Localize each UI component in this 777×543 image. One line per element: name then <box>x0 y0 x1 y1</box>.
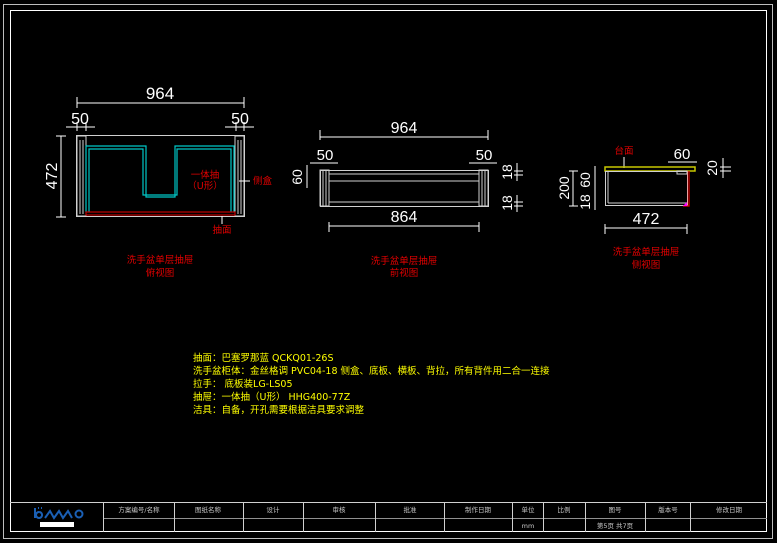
tb-header: 设计 <box>267 505 281 514</box>
tb-value-page: 第5页 共7页 <box>597 521 634 530</box>
tb-header: 比例 <box>558 505 571 514</box>
side-body <box>605 171 688 206</box>
note-line: 洗手盆柜体：金丝格调 PVC04-18 侧盒、底板、横板、背拉，所有背件用二合一… <box>193 365 550 377</box>
side-depth-dim: 472 <box>633 211 660 228</box>
logo-bar <box>40 522 74 527</box>
front-view-title: 洗手盆单层抽屉 <box>371 255 438 267</box>
front-view-subtitle: 前视图 <box>390 267 419 279</box>
tb-header: 图纸名称 <box>195 505 222 514</box>
front-inner-dim: 864 <box>391 209 418 226</box>
side-box-left <box>76 135 87 217</box>
top-view-subtitle: 俯视图 <box>146 267 175 279</box>
company-logo <box>34 507 84 527</box>
front-top-board-dim: 18 <box>499 164 515 180</box>
drawer-front-side-red <box>683 171 690 207</box>
note-line: 抽面：巴塞罗那蓝 QCKQ01-26S <box>193 352 333 364</box>
notes: 抽面：巴塞罗那蓝 QCKQ01-26S 洗手盆柜体：金丝格调 PVC04-18 … <box>193 352 550 416</box>
side-view-title: 洗手盆单层抽屉 <box>613 246 680 258</box>
u-drawer-label-2: （U形） <box>187 180 222 192</box>
note-line: 洁具：自备，开孔需要根据洁具要求调整 <box>193 404 365 416</box>
front-bottom-board-dim: 18 <box>499 195 515 211</box>
tb-header: 修改日期 <box>716 505 743 514</box>
top-right-dim: 50 <box>231 111 249 128</box>
front-right-dim: 50 <box>476 147 493 164</box>
logo-mark <box>34 507 73 520</box>
cabinet-outline <box>76 135 245 217</box>
front-left-dim: 50 <box>317 147 334 164</box>
handle-marker <box>683 202 687 206</box>
tb-header: 版本号 <box>658 505 678 514</box>
front-view: 964 50 50 60 18 18 864 洗手盆单 <box>289 120 523 279</box>
side-box-right <box>234 135 245 217</box>
tb-header: 单位 <box>522 505 536 514</box>
side-overhang-dim: 60 <box>674 146 691 163</box>
u-drawer-label: 一体抽 <box>191 169 220 181</box>
drawer-front-label: 抽面 <box>212 224 231 236</box>
u-drawer-inner <box>88 148 232 212</box>
top-view-title: 洗手盆单层抽屉 <box>127 254 194 266</box>
front-width-dim: 964 <box>391 120 418 137</box>
side-front-h-dim: 60 <box>577 172 593 188</box>
side-counter-dim: 20 <box>704 160 720 176</box>
front-height-dim: 60 <box>289 169 305 185</box>
title-block: 方案编号/名称 图纸名称 设计 审核 批准 制作日期 单位 比例 图号 版本号 … <box>10 502 767 532</box>
tb-header: 审核 <box>333 505 347 514</box>
tb-header: 制作日期 <box>465 505 492 514</box>
tb-header: 批准 <box>404 505 418 514</box>
front-side-right <box>478 169 489 207</box>
side-view: 台面 60 20 200 60 18 472 洗手盆单层抽屉 侧视 <box>556 145 731 271</box>
note-line: 拉手： 底板装LG-LS05 <box>193 378 293 390</box>
countertop <box>604 166 696 172</box>
note-line: 抽屉：一体抽（U形） HHG400-77Z <box>193 391 351 403</box>
side-total-dim: 200 <box>556 176 572 200</box>
outer-frame <box>3 4 773 539</box>
top-view: 964 50 50 472 一体抽 （U形） 侧盒 抽 <box>44 84 273 279</box>
top-depth-dim: 472 <box>44 163 61 190</box>
front-side-left <box>319 169 330 207</box>
tb-value-unit: mm <box>522 522 535 530</box>
countertop-label: 台面 <box>614 145 633 157</box>
tb-header: 方案编号/名称 <box>118 505 160 514</box>
rail <box>676 170 688 175</box>
side-view-subtitle: 侧视图 <box>632 259 661 271</box>
front-outline <box>320 170 489 207</box>
side-box-label: 侧盒 <box>253 175 273 187</box>
top-left-dim: 50 <box>71 111 89 128</box>
side-board-dim: 18 <box>577 194 593 210</box>
top-width-dim: 964 <box>146 84 174 103</box>
inner-frame <box>10 10 767 532</box>
drawer-front <box>85 211 236 216</box>
u-drawer-outer <box>85 145 235 212</box>
tb-header: 图号 <box>609 506 623 514</box>
logo-dot <box>74 509 84 519</box>
